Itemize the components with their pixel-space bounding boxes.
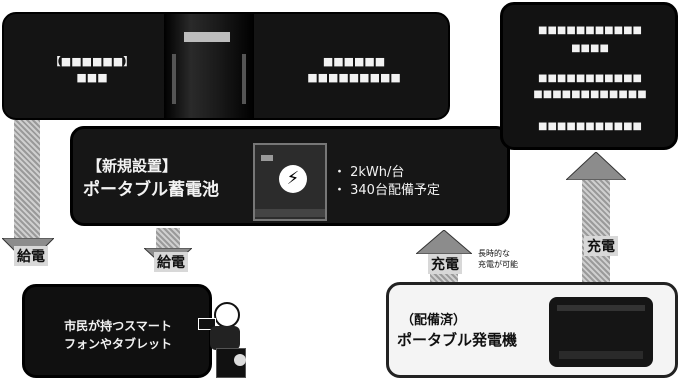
top-left-right-text: ■■■■■■ ■■■■■■■■■: [307, 55, 401, 84]
supply-arrow-left-shaft: [14, 120, 40, 244]
supply-label-mid: 給電: [154, 252, 188, 272]
lightning-icon: ⚡: [279, 165, 307, 193]
top-right-line5: ■■■■■■■■■■■: [538, 121, 642, 132]
battery-title-line2: ポータブル蓄電池: [83, 180, 219, 200]
charge-arrow-mid-head: [416, 230, 472, 254]
bottom-left-box: 市民が持つスマート フォンやタブレット: [22, 284, 212, 378]
battery-spec2: ・ 340台配備予定: [333, 183, 440, 198]
person-with-phone-icon: [196, 300, 256, 380]
top-right-line2: ■■■■: [571, 43, 609, 54]
charge-arrow-right-shaft: [582, 180, 610, 282]
bottom-left-text: 市民が持つスマート フォンやタブレット: [63, 319, 172, 351]
top-right-line4: ■■■■■■■■■■■■: [533, 89, 647, 100]
charge-note: 長時的な 充電が可能: [478, 249, 518, 269]
top-right-line3: ■■■■■■■■■■■: [538, 73, 642, 84]
top-right-box: ■■■■■■■■■■■ ■■■■ ■■■■■■■■■■■ ■■■■■■■■■■■…: [500, 2, 678, 150]
battery-title-line1: 【新規設置】: [87, 157, 178, 175]
charge-label-right: 充電: [584, 236, 618, 256]
top-left-left-text: 【■■■■■■】 ■■■: [49, 55, 135, 84]
supply-label-left: 給電: [14, 246, 48, 266]
battery-box: 【新規設置】 ポータブル蓄電池 ⚡ ・ 2kWh/台 ・ 340台配備予定: [70, 126, 510, 226]
device-image: [164, 14, 254, 118]
bottom-right-line2: ポータブル発電機: [397, 331, 518, 349]
generator-image: [549, 297, 653, 367]
battery-image: ⚡: [253, 143, 327, 221]
bottom-right-line1: （配備済）: [401, 313, 467, 328]
supply-arrow-mid-shaft: [156, 228, 180, 250]
bottom-right-box: （配備済） ポータブル発電機: [386, 282, 678, 378]
top-left-box: 【■■■■■■】 ■■■ ■■■■■■ ■■■■■■■■■: [2, 12, 450, 120]
top-right-line1: ■■■■■■■■■■■: [538, 25, 642, 36]
charge-arrow-right-head: [566, 152, 626, 180]
charge-label-mid: 充電: [428, 254, 462, 274]
battery-spec1: ・ 2kWh/台: [333, 165, 405, 180]
